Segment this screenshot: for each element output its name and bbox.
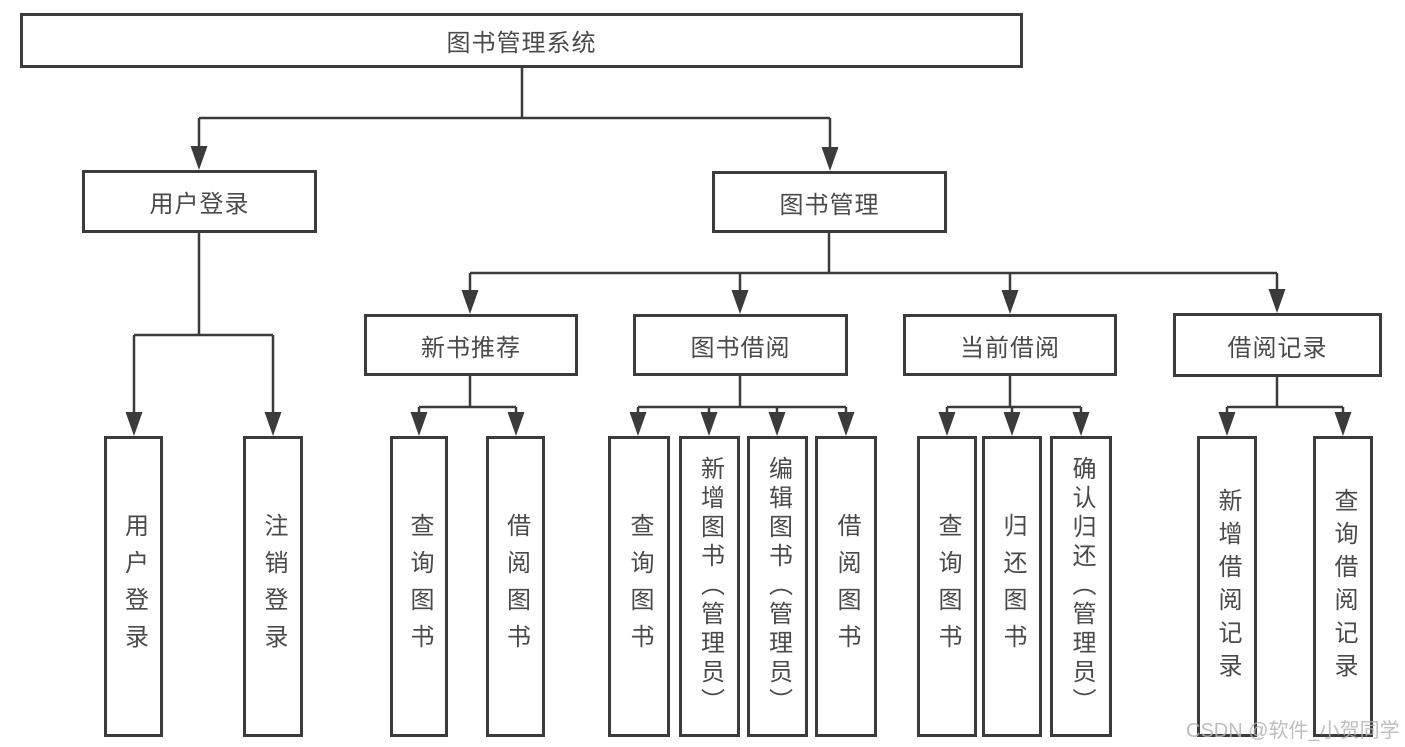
leaf-label: 查询图书 (934, 512, 961, 661)
leaf-label: 借阅图书 (833, 512, 860, 661)
leaf-user-login: 用户登录 (104, 436, 163, 737)
leaf-label: 注销登录 (260, 512, 287, 661)
node-root-system: 图书管理系统 (20, 13, 1023, 68)
node-book-borrow: 图书借阅 (633, 314, 848, 376)
node-label: 用户登录 (149, 191, 250, 218)
leaf-label: 查询借阅记录 (1330, 487, 1357, 686)
leaf-query-books-recommend: 查询图书 (390, 436, 448, 737)
node-label: 图书管理系统 (446, 30, 597, 57)
leaf-label: 新增图书（管理员） (696, 456, 724, 717)
node-label: 图书借阅 (690, 334, 791, 362)
leaf-label: 确认归还（管理员） (1068, 456, 1095, 717)
leaf-return-books: 归还图书 (982, 436, 1042, 737)
leaf-edit-book-admin: 编辑图书（管理员） (747, 436, 808, 737)
leaf-label: 查询图书 (406, 512, 433, 661)
node-label: 借阅记录 (1227, 334, 1328, 362)
leaf-label: 用户登录 (120, 512, 148, 661)
csdn-watermark: CSDN @软件_小贺同学 (1186, 720, 1400, 742)
node-new-book-recommend: 新书推荐 (364, 314, 578, 376)
leaf-query-books-current: 查询图书 (917, 436, 977, 737)
node-book-management: 图书管理 (712, 171, 947, 233)
arrowheads (125, 146, 1352, 436)
node-current-borrow: 当前借阅 (903, 314, 1117, 376)
leaf-logout: 注销登录 (243, 436, 303, 737)
leaf-borrow-books: 借阅图书 (815, 436, 877, 737)
leaf-label: 编辑图书（管理员） (764, 456, 792, 717)
leaf-label: 新增借阅记录 (1214, 487, 1241, 686)
leaf-label: 归还图书 (999, 512, 1026, 661)
leaf-add-borrow-record: 新增借阅记录 (1197, 436, 1257, 737)
leaf-borrow-books-recommend: 借阅图书 (486, 436, 545, 737)
node-label: 图书管理 (779, 191, 880, 219)
node-borrow-records: 借阅记录 (1173, 313, 1382, 377)
leaf-label: 查询图书 (626, 512, 653, 661)
node-user-login: 用户登录 (82, 170, 317, 233)
leaf-query-books-borrow: 查询图书 (608, 436, 670, 737)
node-label: 当前借阅 (960, 334, 1060, 362)
leaf-query-borrow-record: 查询借阅记录 (1313, 436, 1373, 737)
node-label: 新书推荐 (421, 334, 521, 362)
leaf-confirm-return-admin: 确认归还（管理员） (1050, 436, 1112, 737)
leaf-add-book-admin: 新增图书（管理员） (679, 436, 740, 737)
leaf-label: 借阅图书 (502, 512, 530, 661)
